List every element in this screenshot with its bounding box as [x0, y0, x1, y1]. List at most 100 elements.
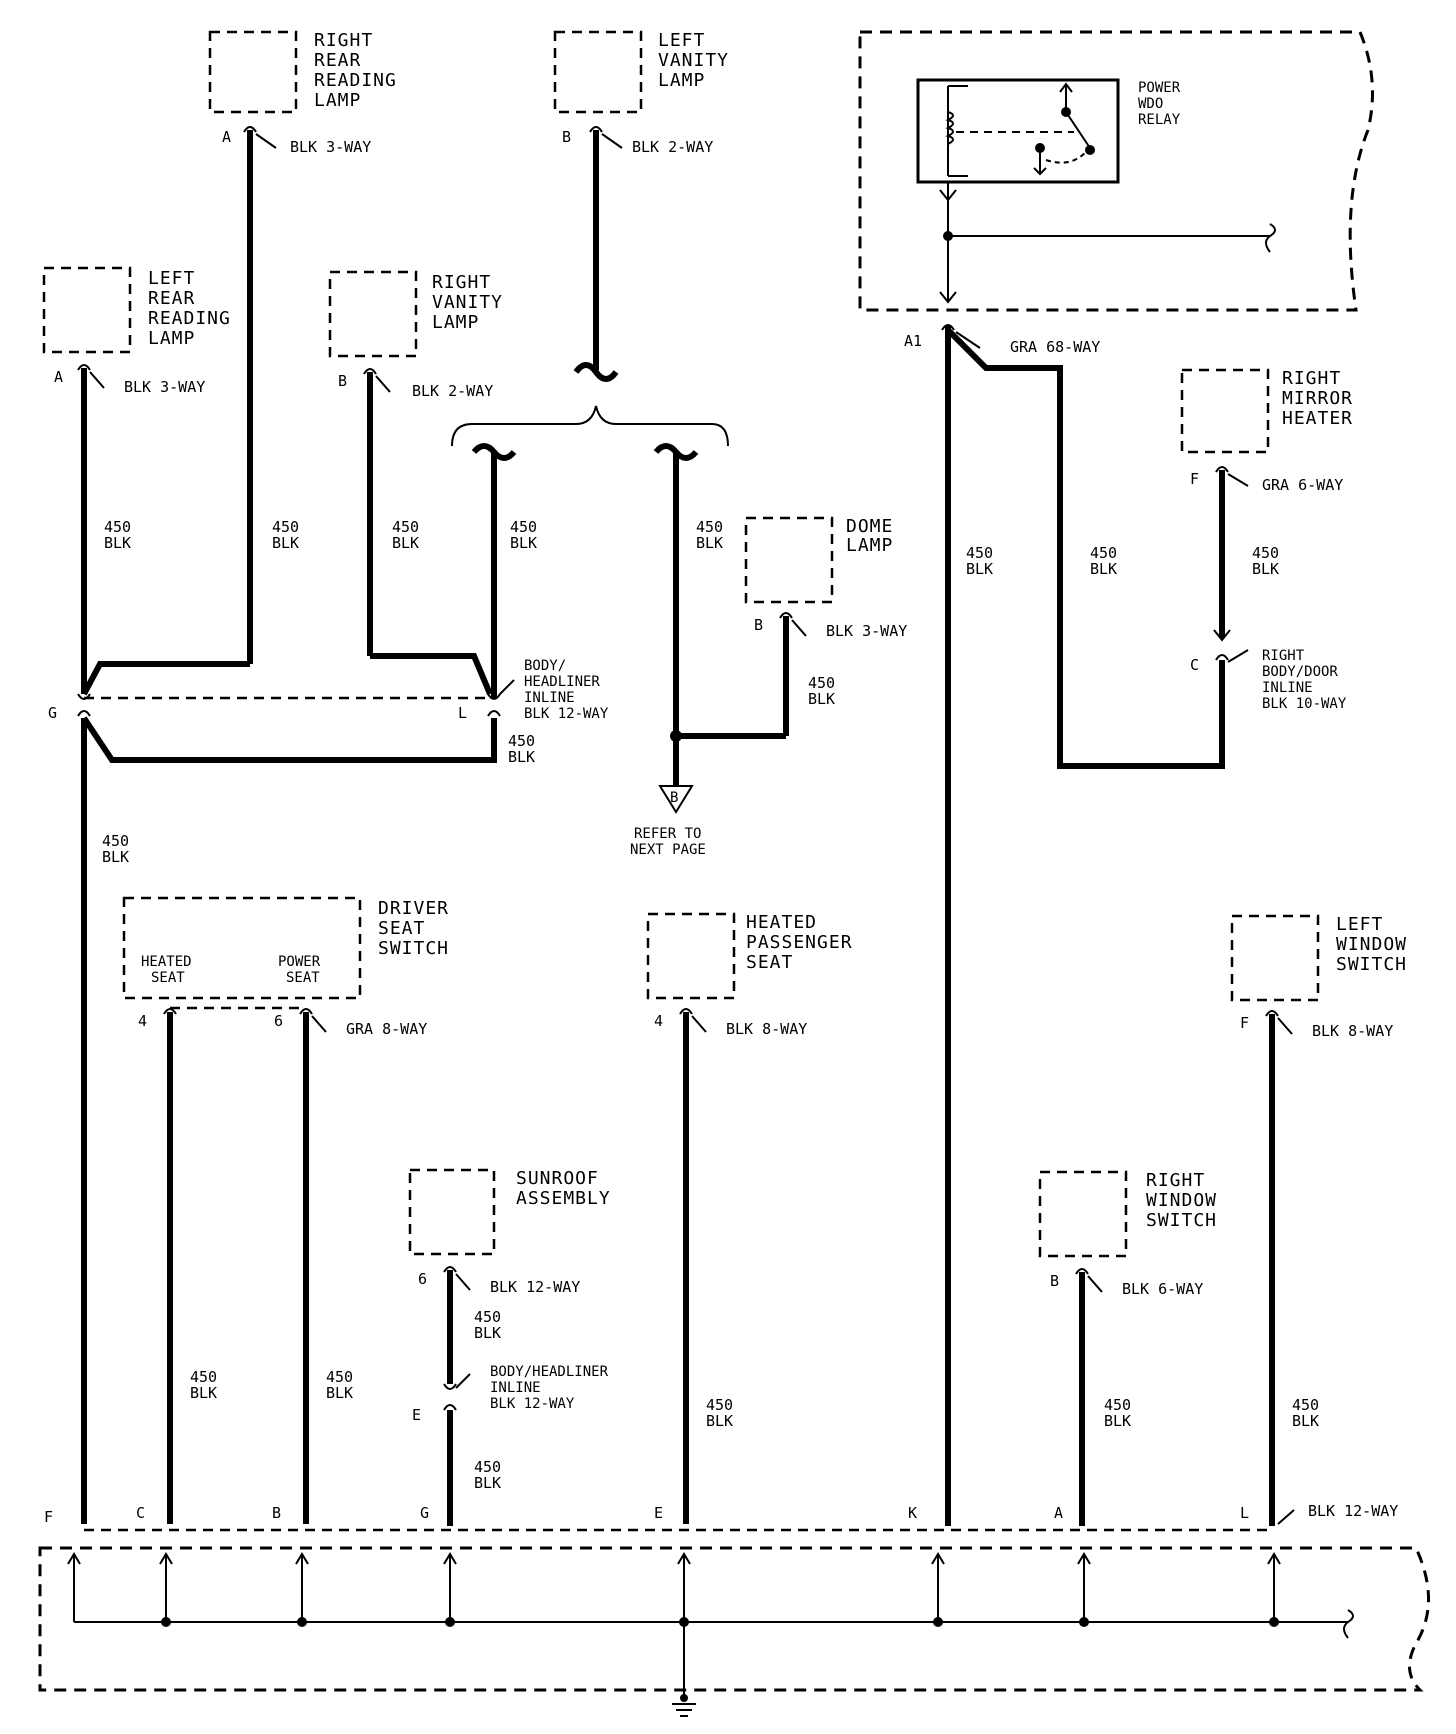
left-window-switch-label: LEFT WINDOW SWITCH	[1336, 914, 1407, 975]
svg-text:DRIVER: DRIVER	[378, 898, 449, 919]
pin-b-right-vanity: B	[338, 372, 347, 390]
conn-blk-8way-window: BLK 8-WAY	[1312, 1022, 1393, 1040]
svg-text:VANITY: VANITY	[432, 292, 503, 313]
svg-text:SEAT: SEAT	[746, 952, 793, 973]
driver-seat-switch-label: DRIVER SEAT SWITCH	[378, 898, 449, 959]
svg-text:WINDOW: WINDOW	[1146, 1190, 1217, 1211]
svg-text:HEATED: HEATED	[141, 954, 192, 970]
heated-passenger-seat-box	[646, 912, 736, 1000]
svg-text:VANITY: VANITY	[658, 50, 729, 71]
svg-text:ASSEMBLY: ASSEMBLY	[516, 1188, 611, 1209]
svg-text:450: 450	[696, 518, 723, 536]
svg-text:SEAT: SEAT	[151, 970, 185, 986]
svg-text:REAR: REAR	[148, 288, 195, 309]
svg-text:450: 450	[190, 1368, 217, 1386]
svg-text:RIGHT: RIGHT	[1282, 368, 1341, 389]
svg-text:450: 450	[510, 518, 537, 536]
pin-4-passenger: 4	[654, 1012, 663, 1030]
right-vanity-lamp-box	[328, 270, 418, 358]
conn-blk-12way-sunroof: BLK 12-WAY	[490, 1278, 580, 1296]
svg-text:MIRROR: MIRROR	[1282, 388, 1353, 409]
svg-text:450: 450	[508, 732, 535, 750]
svg-text:450: 450	[392, 518, 419, 536]
svg-text:BLK 12-WAY: BLK 12-WAY	[490, 1396, 575, 1412]
svg-text:K: K	[908, 1504, 917, 1522]
svg-text:BLK 12-WAY: BLK 12-WAY	[524, 706, 609, 722]
svg-text:450: 450	[1104, 1396, 1131, 1414]
pin-e-sunroof: E	[412, 1406, 421, 1424]
right-mirror-heater-label: RIGHT MIRROR HEATER	[1282, 368, 1353, 429]
svg-text:WINDOW: WINDOW	[1336, 934, 1407, 955]
pin-g: G	[48, 704, 57, 722]
svg-text:POWER: POWER	[278, 954, 321, 970]
svg-text:BLK: BLK	[102, 848, 129, 866]
svg-text:DOME: DOME	[846, 516, 893, 537]
svg-text:BLK: BLK	[1104, 1412, 1131, 1430]
svg-text:BLK: BLK	[696, 534, 723, 552]
svg-text:L: L	[1240, 1504, 1249, 1522]
conn-gra-68way: GRA 68-WAY	[1010, 338, 1100, 356]
svg-text:LAMP: LAMP	[148, 328, 195, 349]
pin-f-mirror: F	[1190, 470, 1199, 488]
svg-text:450: 450	[474, 1458, 501, 1476]
svg-text:LEFT: LEFT	[148, 268, 195, 289]
power-wdo-relay-box	[916, 78, 1120, 184]
power-wdo-relay-label: POWER WDO RELAY	[1138, 80, 1181, 128]
svg-text:BLK: BLK	[706, 1412, 733, 1430]
bottom-bus	[67, 1552, 1354, 1700]
svg-text:BLK: BLK	[326, 1384, 353, 1402]
svg-text:BLK: BLK	[1292, 1412, 1319, 1430]
pin-f-left-window: F	[1240, 1014, 1249, 1032]
svg-text:BLK 10-WAY: BLK 10-WAY	[1262, 696, 1347, 712]
bottom-pin-labels: F C B G E K A L	[44, 1504, 1249, 1526]
bottom-module-dashed-border	[38, 1546, 1430, 1692]
svg-text:POWER: POWER	[1138, 80, 1181, 96]
svg-text:READING: READING	[148, 308, 231, 329]
svg-text:E: E	[654, 1504, 663, 1522]
pin-6-driver: 6	[274, 1012, 283, 1030]
ground-icon	[672, 1694, 696, 1717]
right-mirror-heater-box	[1180, 368, 1270, 454]
svg-text:HEADLINER: HEADLINER	[524, 674, 600, 690]
svg-text:BLK: BLK	[272, 534, 299, 552]
svg-text:INLINE: INLINE	[1262, 680, 1313, 696]
svg-text:BLK: BLK	[474, 1324, 501, 1342]
svg-text:450: 450	[808, 674, 835, 692]
svg-text:450: 450	[326, 1368, 353, 1386]
svg-text:BLK: BLK	[966, 560, 993, 578]
svg-text:A: A	[1054, 1504, 1063, 1522]
svg-text:SEAT: SEAT	[378, 918, 425, 939]
svg-text:450: 450	[1090, 544, 1117, 562]
power-seat-label: POWER SEAT	[278, 954, 321, 986]
svg-text:SWITCH: SWITCH	[378, 938, 449, 959]
driver-seat-switch-box	[122, 896, 362, 1000]
refer-symbol: B	[670, 790, 678, 806]
svg-text:INLINE: INLINE	[490, 1380, 541, 1396]
svg-text:450: 450	[966, 544, 993, 562]
dome-lamp-box	[744, 516, 834, 604]
sunroof-assembly-label: SUNROOF ASSEMBLY	[516, 1168, 611, 1209]
svg-text:LAMP: LAMP	[314, 90, 361, 111]
splice-brace	[451, 405, 729, 447]
right-window-switch-box	[1038, 1170, 1128, 1258]
right-rear-reading-lamp-box	[208, 30, 298, 114]
pin-a-right-rear: A	[222, 128, 231, 146]
refer-next-page-triangle	[658, 785, 694, 814]
svg-text:HEATED: HEATED	[746, 912, 817, 933]
svg-text:SUNROOF: SUNROOF	[516, 1168, 599, 1189]
svg-text:BLK: BLK	[104, 534, 131, 552]
svg-text:INLINE: INLINE	[524, 690, 575, 706]
svg-text:LAMP: LAMP	[432, 312, 479, 333]
pin-l: L	[458, 704, 467, 722]
svg-text:450: 450	[1292, 1396, 1319, 1414]
conn-right-body-door-inline: RIGHT BODY/DOOR INLINE BLK 10-WAY	[1262, 648, 1347, 712]
svg-text:READING: READING	[314, 70, 397, 91]
pin-6-sunroof: 6	[418, 1270, 427, 1288]
svg-text:BODY/DOOR: BODY/DOOR	[1262, 664, 1338, 680]
svg-text:LEFT: LEFT	[658, 30, 705, 51]
svg-text:RELAY: RELAY	[1138, 112, 1181, 128]
svg-text:RIGHT: RIGHT	[1146, 1170, 1205, 1191]
svg-text:BLK: BLK	[474, 1474, 501, 1492]
